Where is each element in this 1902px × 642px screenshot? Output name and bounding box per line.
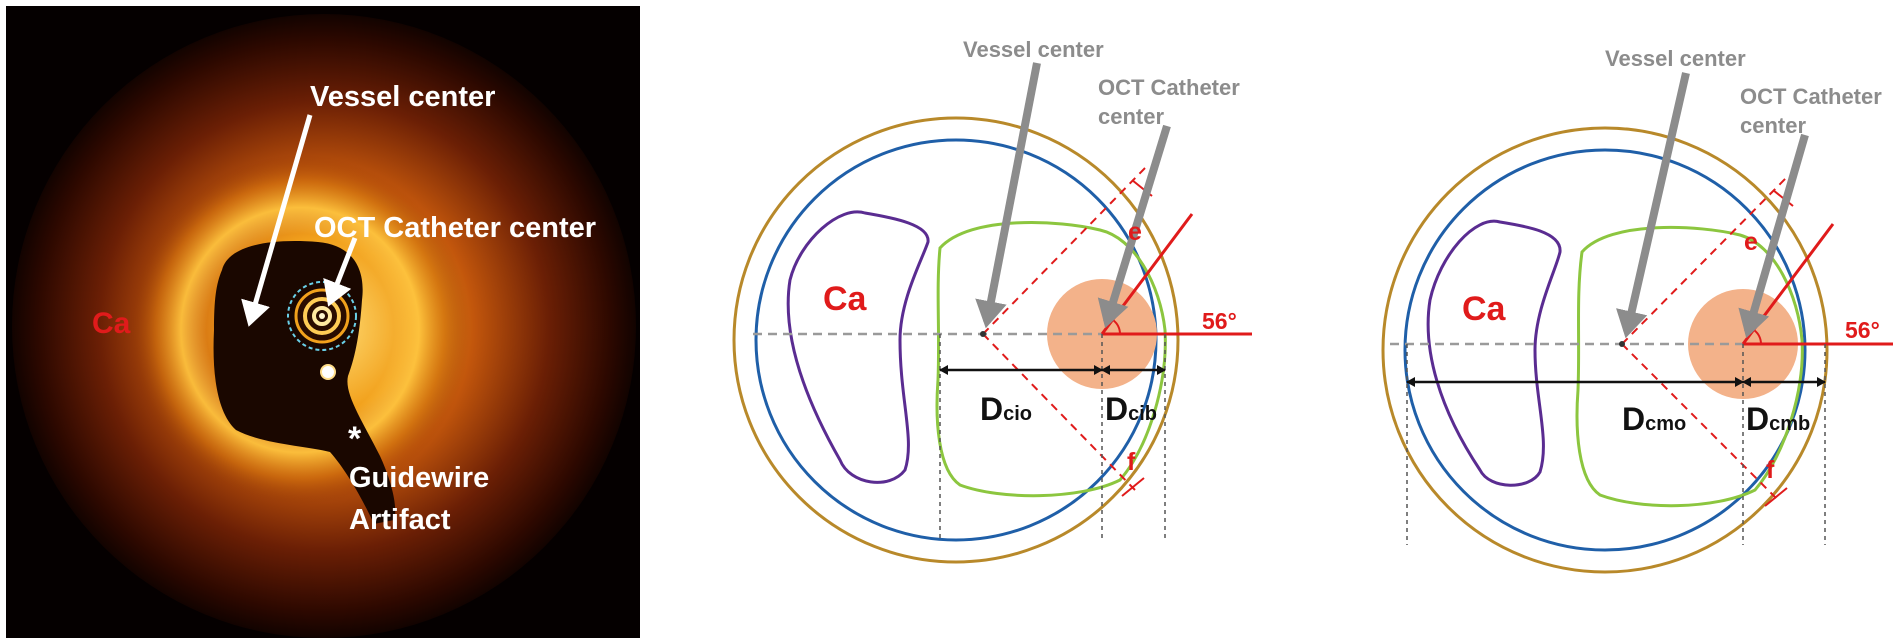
- schematic-panel-max: Vessel center OCT Catheter center Ca e f…: [1381, 46, 1893, 574]
- calcium-label: Ca: [1462, 290, 1507, 328]
- oct-guidewire: [320, 364, 336, 380]
- calcium-outline: [1426, 219, 1562, 487]
- oct-catheter-label-line1: OCT Catheter: [1098, 75, 1240, 100]
- oct-image-panel: Vessel center OCT Catheter center Ca * G…: [6, 6, 640, 638]
- calcium-label: Ca: [823, 280, 868, 318]
- inner-vessel-circle: [1403, 148, 1807, 552]
- oct-catheter-center-arrow: [323, 237, 358, 307]
- dimension-sub-2: cib: [1128, 403, 1157, 425]
- vessel-center-dot: [1619, 341, 1625, 347]
- calcium-outline: [786, 210, 930, 484]
- dashed-line-e: [982, 167, 1146, 335]
- tick-f: [1121, 477, 1145, 497]
- dimension-label-2: Dcmb: [1746, 401, 1810, 437]
- vessel-center-arrow: [241, 114, 313, 327]
- oct-catheter-center-arrow: [1738, 133, 1809, 339]
- oct-catheter-label-line1: OCT Catheter: [1740, 84, 1882, 109]
- dimension-label-1: Dcmo: [1622, 401, 1686, 437]
- dimension-label-2: Dcib: [1105, 391, 1157, 427]
- label-e: e: [1128, 218, 1142, 246]
- dimension-sub-1: cmo: [1645, 413, 1686, 435]
- dimension-sub-2: cmb: [1769, 413, 1810, 435]
- dimension-sub-1: cio: [1003, 403, 1032, 425]
- dimension-main-2: D: [1746, 401, 1769, 437]
- dimension-main-1: D: [1622, 401, 1645, 437]
- oct-catheter-label-line2: center: [1740, 113, 1806, 138]
- schematic-panel-inner: Vessel center OCT Catheter center Ca e f…: [732, 37, 1252, 564]
- guidewire-asterisk: *: [348, 420, 362, 458]
- oct-catheter-center-arrow: [1097, 124, 1171, 329]
- calcium-label: Ca: [92, 307, 131, 340]
- angle-label: 56°: [1202, 308, 1237, 334]
- vessel-center-dot: [980, 331, 986, 337]
- vessel-center-arrow: [1616, 72, 1690, 339]
- angle-label: 56°: [1845, 317, 1880, 343]
- outer-vessel-circle: [1381, 126, 1829, 574]
- vessel-center-label: Vessel center: [1605, 46, 1746, 71]
- dimension-main-2: D: [1105, 391, 1128, 427]
- dimension-label-1: Dcio: [980, 391, 1032, 427]
- outer-vessel-circle: [732, 116, 1180, 564]
- guidewire-artifact-label-line2: Artifact: [349, 504, 451, 536]
- oct-catheter-label-line2: center: [1098, 104, 1164, 129]
- dashed-line-f: [1621, 343, 1779, 501]
- dashed-line-e: [1621, 177, 1787, 345]
- vessel-center-arrow: [975, 62, 1041, 329]
- guidewire-artifact-label-line1: Guidewire: [349, 462, 489, 494]
- lumen-outline: [935, 220, 1167, 498]
- lumen-outline: [1575, 225, 1804, 508]
- dimension-main-1: D: [980, 391, 1003, 427]
- tick-f: [1764, 487, 1788, 507]
- label-f: f: [1127, 448, 1136, 476]
- vessel-center-label: Vessel center: [963, 37, 1104, 62]
- oct-catheter-center-label: OCT Catheter center: [314, 212, 596, 244]
- label-f: f: [1766, 456, 1775, 484]
- label-e: e: [1744, 228, 1758, 256]
- vessel-center-label: Vessel center: [310, 81, 495, 113]
